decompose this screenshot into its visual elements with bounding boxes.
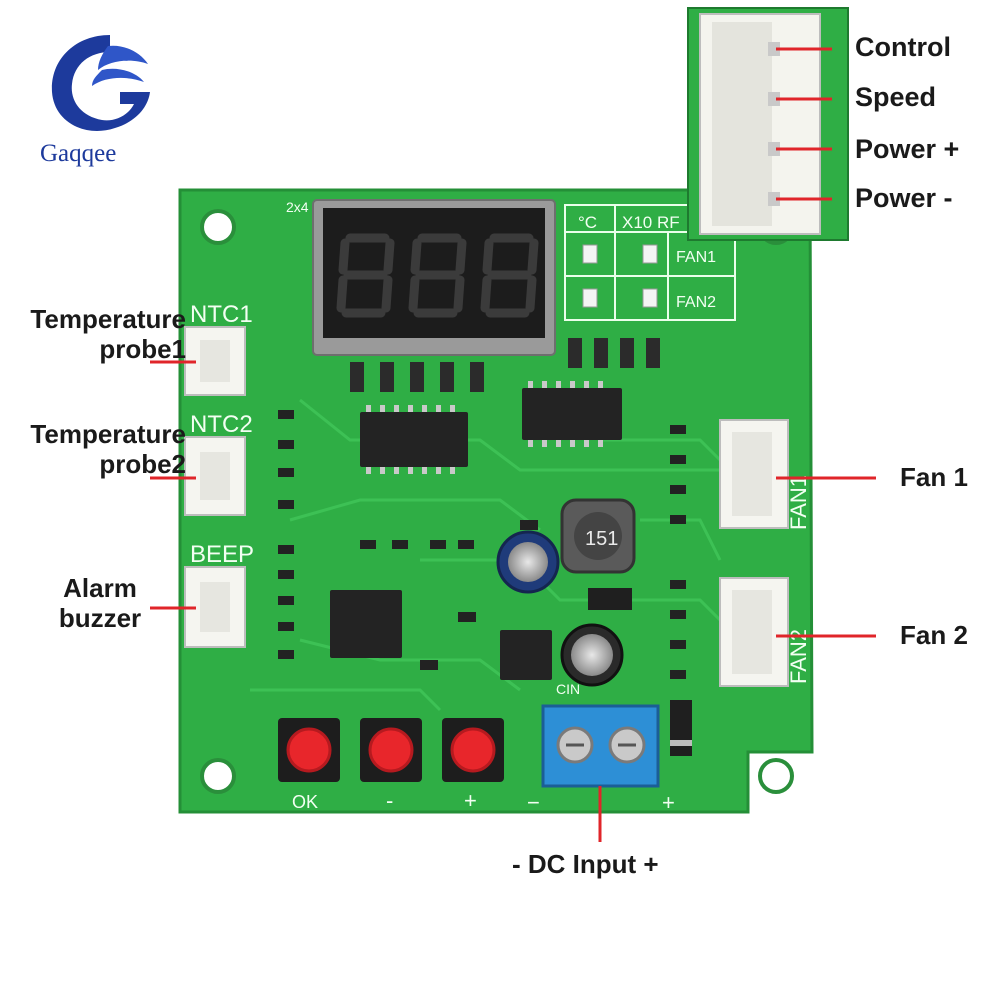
fan1-silk: FAN1 xyxy=(786,475,811,530)
inductor-label: 151 xyxy=(585,528,618,550)
button-ok xyxy=(278,718,340,782)
pin-label-power-plus: Power + xyxy=(855,134,960,164)
fan2-silk: FAN2 xyxy=(786,629,811,684)
ic-chip xyxy=(330,590,402,658)
ntc1-silk: NTC1 xyxy=(190,301,253,328)
diode xyxy=(670,700,692,756)
display-label: 2x4 xyxy=(286,199,309,215)
mount-hole xyxy=(758,758,794,794)
ntc2-silk: NTC2 xyxy=(190,411,253,438)
connector-inset xyxy=(687,7,849,241)
ic-chip xyxy=(522,388,622,440)
callout-fan1: Fan 1 xyxy=(900,462,968,492)
callout-buzzer: Alarm buzzer xyxy=(58,573,142,633)
button-plus xyxy=(442,718,504,782)
mount-hole xyxy=(200,758,236,794)
led-fan2-label: FAN2 xyxy=(676,294,716,311)
stylized-g-logo-icon xyxy=(51,35,150,131)
brand-name: Gaqqee xyxy=(40,140,117,167)
callout-fan2: Fan 2 xyxy=(900,620,968,650)
celsius-label: °C xyxy=(578,213,597,232)
pin-label-speed: Speed xyxy=(855,82,937,112)
mount-hole xyxy=(200,209,236,245)
callout-probe1: Temperature probe1 xyxy=(30,304,186,364)
status-led-panel xyxy=(564,204,736,321)
callout-lines xyxy=(150,47,876,842)
button-minus xyxy=(360,718,422,782)
pin-label-power-minus: Power - xyxy=(855,183,953,213)
dc-plus-label: + xyxy=(662,790,675,815)
pin-label-control: Control xyxy=(855,32,951,62)
button-ok-label: OK xyxy=(292,792,318,812)
callout-dc-input: - DC Input + xyxy=(512,849,659,879)
beep-silk: BEEP xyxy=(190,541,254,568)
button-minus-label: - xyxy=(386,788,393,813)
ic-chip xyxy=(500,630,552,680)
dc-minus-label: − xyxy=(527,790,540,815)
callout-probe2: Temperature probe2 xyxy=(30,419,186,479)
x10-label: X10 RF xyxy=(622,213,680,232)
cin-label: CIN xyxy=(556,681,580,697)
led-fan1-label: FAN1 xyxy=(676,249,716,266)
button-plus-label: + xyxy=(464,788,477,813)
ic-chip xyxy=(360,412,468,467)
